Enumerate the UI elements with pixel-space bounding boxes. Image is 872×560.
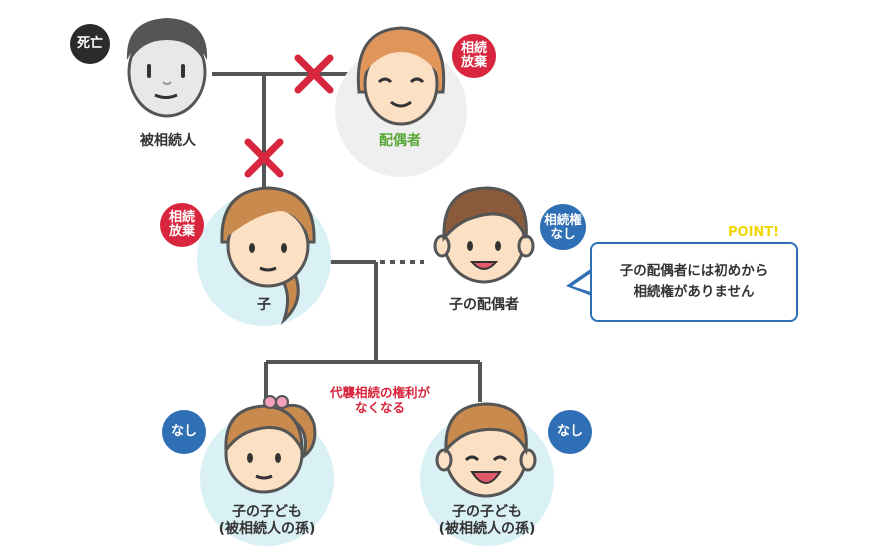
deceased-badge: 死亡 (70, 24, 110, 64)
spouse-label: 配偶者 (379, 133, 421, 149)
grandchild-girl-label-line2: (被相続人の孫) (218, 521, 316, 537)
succession-annotation: 代襲相続の権利が なくなる (318, 385, 442, 415)
grandchild-girl-label: 子の子ども (被相続人の孫) (200, 504, 334, 538)
child-badge: 相続放棄 (160, 203, 204, 247)
grandchild-boy-label: 子の子ども (被相続人の孫) (420, 504, 554, 538)
point-callout: 子の配偶者には初めから 相続権がありません (590, 242, 798, 322)
spouse-badge: 相続放棄 (452, 34, 496, 78)
grandchild-boy-badge: なし (548, 410, 592, 454)
annotation-line1: 代襲相続の権利が (329, 385, 430, 400)
child-spouse-badge: 相続権なし (540, 204, 586, 250)
point-text-line2: 相続権がありません (633, 284, 755, 300)
child-avatar-icon (220, 186, 316, 325)
grandchild-boy-avatar-icon (435, 402, 537, 498)
grandchild-boy-label-line2: (被相続人の孫) (438, 521, 536, 537)
point-title: POINT! (728, 225, 780, 240)
child-cross-icon (244, 138, 284, 178)
child-label: 子 (257, 297, 271, 313)
child-spouse-avatar-icon (433, 186, 535, 284)
grandchild-girl-avatar-icon (224, 395, 317, 494)
spouse-avatar-icon (356, 26, 446, 126)
point-text-line1: 子の配偶者には初めから (619, 263, 769, 279)
grandchild-girl-badge: なし (162, 410, 206, 454)
grandchild-boy-label-line1: 子の子ども (452, 504, 522, 520)
grandchild-girl-label-line1: 子の子ども (232, 504, 302, 520)
annotation-line2: なくなる (354, 400, 405, 415)
spouse-cross-icon (294, 54, 334, 94)
deceased-label: 被相続人 (140, 133, 196, 149)
deceased-avatar-icon (126, 18, 208, 118)
child-spouse-label: 子の配偶者 (449, 297, 519, 313)
